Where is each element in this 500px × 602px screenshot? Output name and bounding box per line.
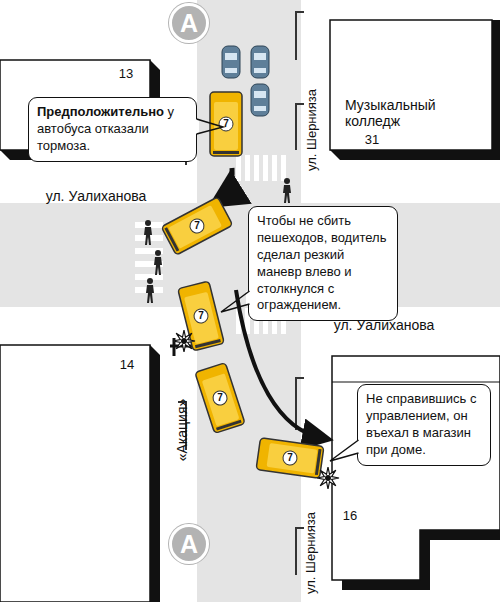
parked-car <box>251 84 269 116</box>
crosswalk-stripe <box>263 155 268 181</box>
bus-windshield <box>164 227 179 251</box>
trajectory-arrow <box>220 168 232 200</box>
car-window <box>254 53 266 60</box>
place-label: ул. Уалиханова <box>46 188 147 204</box>
route-marker: A <box>169 3 209 43</box>
bus-roof <box>267 443 318 473</box>
place-label: Музыкальный колледж <box>345 97 455 129</box>
car-window <box>225 68 237 73</box>
callout: Предположительно у автобуса отказали тор… <box>28 97 197 162</box>
tail-outline <box>197 119 224 134</box>
callout: Чтобы не сбить пешеходов, водитель сдела… <box>248 206 398 321</box>
bus-body <box>195 363 245 434</box>
callout-text: Не справившись с управлением, он въехал … <box>366 391 476 457</box>
bus <box>161 197 233 255</box>
marker-letter: A <box>180 530 198 559</box>
bus-number-disc <box>193 308 210 325</box>
building-16 <box>332 356 500 580</box>
building-14 <box>0 345 150 602</box>
bus <box>256 438 324 479</box>
callout-tail <box>328 437 360 463</box>
bus-body <box>256 438 324 479</box>
crosswalk-stripe <box>272 155 277 181</box>
place-label: 31 <box>365 133 379 148</box>
parked-car <box>222 46 240 78</box>
building-16-line <box>332 381 500 382</box>
pedestrian-head <box>147 278 153 284</box>
pedestrian-head <box>145 220 151 226</box>
building-31-side <box>330 20 500 160</box>
bus-number-disc <box>282 450 298 466</box>
car-body <box>222 46 240 78</box>
car-window <box>254 91 266 98</box>
car-window <box>254 68 266 73</box>
impact-marks <box>173 330 339 489</box>
pedestrian <box>144 220 152 245</box>
impact-core <box>181 338 187 344</box>
lamp <box>296 12 304 60</box>
bus-number-disc <box>211 389 229 407</box>
route-marker: A <box>169 524 209 564</box>
bus-route-number: 7 <box>223 118 229 130</box>
pedestrian <box>283 178 291 203</box>
crosswalk-stripe <box>281 155 286 181</box>
place-label: ул. Шернияза <box>304 512 319 594</box>
crosswalk-stripe <box>236 155 241 181</box>
place-label: «Акация» <box>174 399 190 462</box>
bus-body <box>161 197 233 255</box>
impact-burst <box>173 330 195 352</box>
bus-number-disc <box>188 217 207 236</box>
tail-outline <box>221 291 250 312</box>
pedestrian <box>146 278 154 303</box>
bus-roof <box>202 373 240 426</box>
pedestrian-head <box>155 250 161 256</box>
car-body <box>251 46 269 78</box>
callout-tail <box>219 288 251 314</box>
place-label: 16 <box>343 509 357 524</box>
bus-route-number: 7 <box>194 220 200 232</box>
bus-route-number: 7 <box>217 392 223 404</box>
pedestrian <box>154 250 162 275</box>
place-label: 14 <box>120 358 134 373</box>
bus <box>178 281 225 351</box>
pedestrian-body <box>283 185 291 203</box>
pedestrian-body <box>154 257 162 275</box>
bus-route-number: 7 <box>287 452 293 464</box>
callout: Не справившись с управлением, он въехал … <box>357 384 491 466</box>
marker-letter: A <box>180 9 198 38</box>
callout-tail <box>195 116 225 138</box>
crosswalk-stripe <box>245 155 250 181</box>
callout-text: Предположительно <box>37 104 164 119</box>
place-label: 13 <box>119 67 133 82</box>
tail-outline <box>330 440 359 461</box>
bus-body <box>178 281 225 351</box>
bus-number-disc <box>219 117 233 131</box>
pedestrian-head <box>284 178 290 184</box>
bus <box>195 363 245 434</box>
parked-car <box>251 46 269 78</box>
lamp <box>296 378 304 430</box>
tail-cover <box>195 119 199 134</box>
place-label: ул. Шернияза <box>305 89 320 171</box>
pedestrian-body <box>146 285 154 303</box>
crosswalk-stripe <box>254 155 259 181</box>
bus-roof <box>168 205 222 249</box>
pedestrian-body <box>144 227 152 245</box>
building-31 <box>330 20 492 150</box>
car-window <box>254 106 266 111</box>
impact-core <box>325 475 331 481</box>
car-window <box>225 53 237 60</box>
lamp <box>296 104 304 150</box>
bus-windshield <box>195 339 221 348</box>
callout-text: Чтобы не сбить пешеходов, водитель сдела… <box>257 213 386 312</box>
bus-windshield <box>213 151 239 154</box>
impact-burst <box>317 467 339 489</box>
building-14-side <box>0 345 160 602</box>
bus-route-number: 7 <box>198 310 204 322</box>
car-body <box>251 84 269 116</box>
bus-windshield <box>216 420 242 431</box>
